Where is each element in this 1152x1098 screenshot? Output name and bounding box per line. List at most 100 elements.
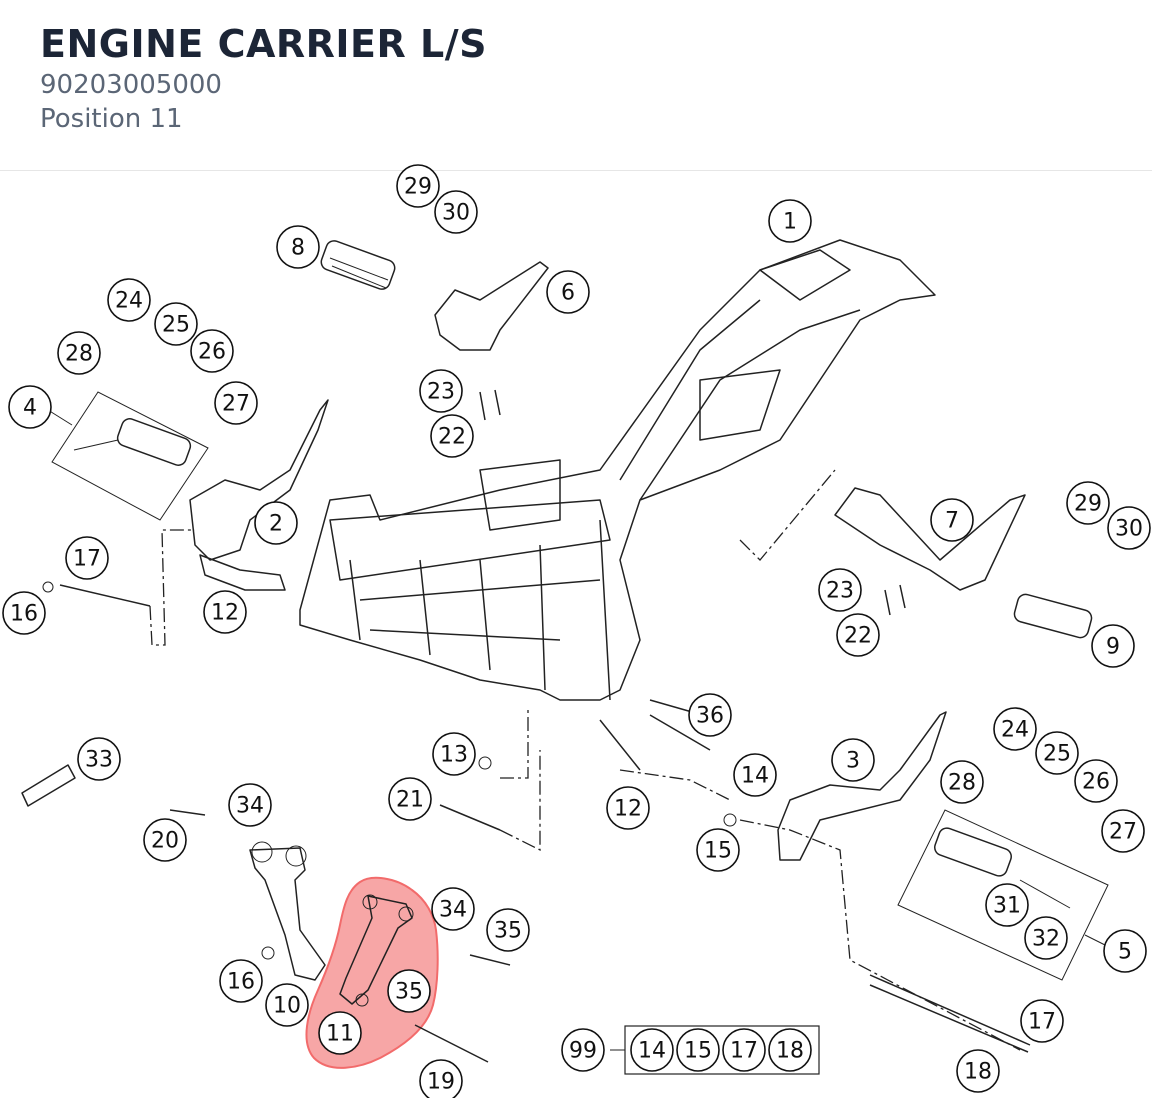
callout-c17a-label: 17 [73,547,101,572]
callout-c36[interactable]: 36 [688,693,732,737]
callout-c12b-label: 12 [614,797,642,822]
callout-c28a[interactable]: 28 [57,331,101,375]
part-number: 90203005000 [40,70,222,100]
engine-carrier-part [339,895,413,1005]
callout-c32[interactable]: 32 [1024,916,1068,960]
callout-c24a[interactable]: 24 [107,278,151,322]
callout-c34a-label: 34 [236,794,264,819]
header: ENGINE CARRIER L/S 90203005000 Position … [0,0,1152,171]
callout-c16a[interactable]: 16 [2,591,46,635]
callout-kit-item-14[interactable]: 14 [630,1028,674,1072]
callout-c7[interactable]: 7 [930,498,974,542]
callout-c11[interactable]: 11 [318,1011,362,1055]
callout-c19-label: 19 [427,1070,455,1095]
kit-box [624,1025,820,1075]
engine-carrier-other [249,847,326,981]
callout-c8[interactable]: 8 [276,225,320,269]
footpeg-right [1013,593,1093,639]
callout-c21[interactable]: 21 [388,777,432,821]
callout-c1-label: 1 [783,210,797,235]
callout-kit-item-15[interactable]: 15 [676,1028,720,1072]
callout-c10[interactable]: 10 [265,983,309,1027]
callout-c29b-label: 29 [1074,492,1102,517]
callout-c27b-label: 27 [1109,820,1137,845]
callout-c5-label: 5 [1118,940,1132,965]
callout-c35a[interactable]: 35 [387,969,431,1013]
callout-kit-item-18-label: 18 [776,1039,804,1064]
callout-c24b[interactable]: 24 [993,707,1037,751]
callout-c13[interactable]: 13 [432,732,476,776]
callout-c35a-label: 35 [395,980,423,1005]
callout-c16a-label: 16 [10,602,38,627]
callout-c30b-label: 30 [1115,517,1143,542]
callout-layer: 1234567891011121213141516161717181920212… [2,164,1151,1098]
callout-c5[interactable]: 5 [1103,929,1147,973]
callout-c11-label: 11 [326,1022,354,1047]
callout-c3[interactable]: 3 [831,738,875,782]
engine-carrier-hole [355,993,369,1007]
callout-c15[interactable]: 15 [696,828,740,872]
callout-c26b[interactable]: 26 [1074,759,1118,803]
callout-c27a-label: 27 [222,392,250,417]
callout-c4[interactable]: 4 [8,385,52,429]
callout-c18-label: 18 [964,1060,992,1085]
callout-c27b[interactable]: 27 [1101,809,1145,853]
callout-c28b[interactable]: 28 [940,760,984,804]
callout-c7-label: 7 [945,509,959,534]
callout-c16b[interactable]: 16 [219,959,263,1003]
callout-c21-label: 21 [396,788,424,813]
callout-c10-label: 10 [273,994,301,1019]
callout-c8-label: 8 [291,236,305,261]
callout-c26a-label: 26 [198,340,226,365]
callout-c22b[interactable]: 22 [836,613,880,657]
callout-c9-label: 9 [1106,635,1120,660]
callout-c30a[interactable]: 30 [434,190,478,234]
callout-kit-item-17[interactable]: 17 [722,1028,766,1072]
engine-carrier-hole [398,906,414,922]
callout-c25b-label: 25 [1043,742,1071,767]
callout-c29b[interactable]: 29 [1066,481,1110,525]
callout-c23a[interactable]: 23 [419,369,463,413]
callout-c33[interactable]: 33 [77,737,121,781]
callout-c6[interactable]: 6 [546,270,590,314]
callout-c29a[interactable]: 29 [396,164,440,208]
callout-c25a[interactable]: 25 [154,302,198,346]
callout-c25b[interactable]: 25 [1035,731,1079,775]
callout-c30b[interactable]: 30 [1107,506,1151,550]
callout-c18[interactable]: 18 [956,1049,1000,1093]
callout-c23b[interactable]: 23 [818,568,862,612]
callout-c17b-label: 17 [1028,1010,1056,1035]
callout-c32-label: 32 [1032,927,1060,952]
callout-c1[interactable]: 1 [768,199,812,243]
callout-c14[interactable]: 14 [733,753,777,797]
callout-c17a[interactable]: 17 [65,536,109,580]
callout-kit-item-18[interactable]: 18 [768,1028,812,1072]
callout-c26a[interactable]: 26 [190,329,234,373]
callout-c34a[interactable]: 34 [228,783,272,827]
heel-guard-right [834,487,1026,591]
callout-c34b[interactable]: 34 [431,887,475,931]
callout-c26b-label: 26 [1082,770,1110,795]
rubber-pad [21,764,76,807]
carrier-hole [285,845,307,867]
callout-c9[interactable]: 9 [1091,624,1135,668]
callout-c3-label: 3 [846,749,860,774]
callout-c19[interactable]: 19 [419,1059,463,1098]
callout-c27a[interactable]: 27 [214,381,258,425]
callout-c2[interactable]: 2 [254,501,298,545]
callout-c31[interactable]: 31 [985,883,1029,927]
callout-c35b[interactable]: 35 [486,908,530,952]
callout-c22a[interactable]: 22 [430,414,474,458]
callout-kit[interactable]: 99 [561,1028,605,1072]
carrier-hole [251,841,273,863]
callout-c12b[interactable]: 12 [606,786,650,830]
callout-c12a[interactable]: 12 [203,590,247,634]
callout-c17b[interactable]: 17 [1020,999,1064,1043]
callout-c28b-label: 28 [948,771,976,796]
assembly-lines [149,469,1021,1051]
callout-c4-label: 4 [23,396,37,421]
footrest-bracket-left [189,399,329,591]
callout-c13-label: 13 [440,743,468,768]
callout-c36-label: 36 [696,704,724,729]
callout-c20[interactable]: 20 [143,818,187,862]
